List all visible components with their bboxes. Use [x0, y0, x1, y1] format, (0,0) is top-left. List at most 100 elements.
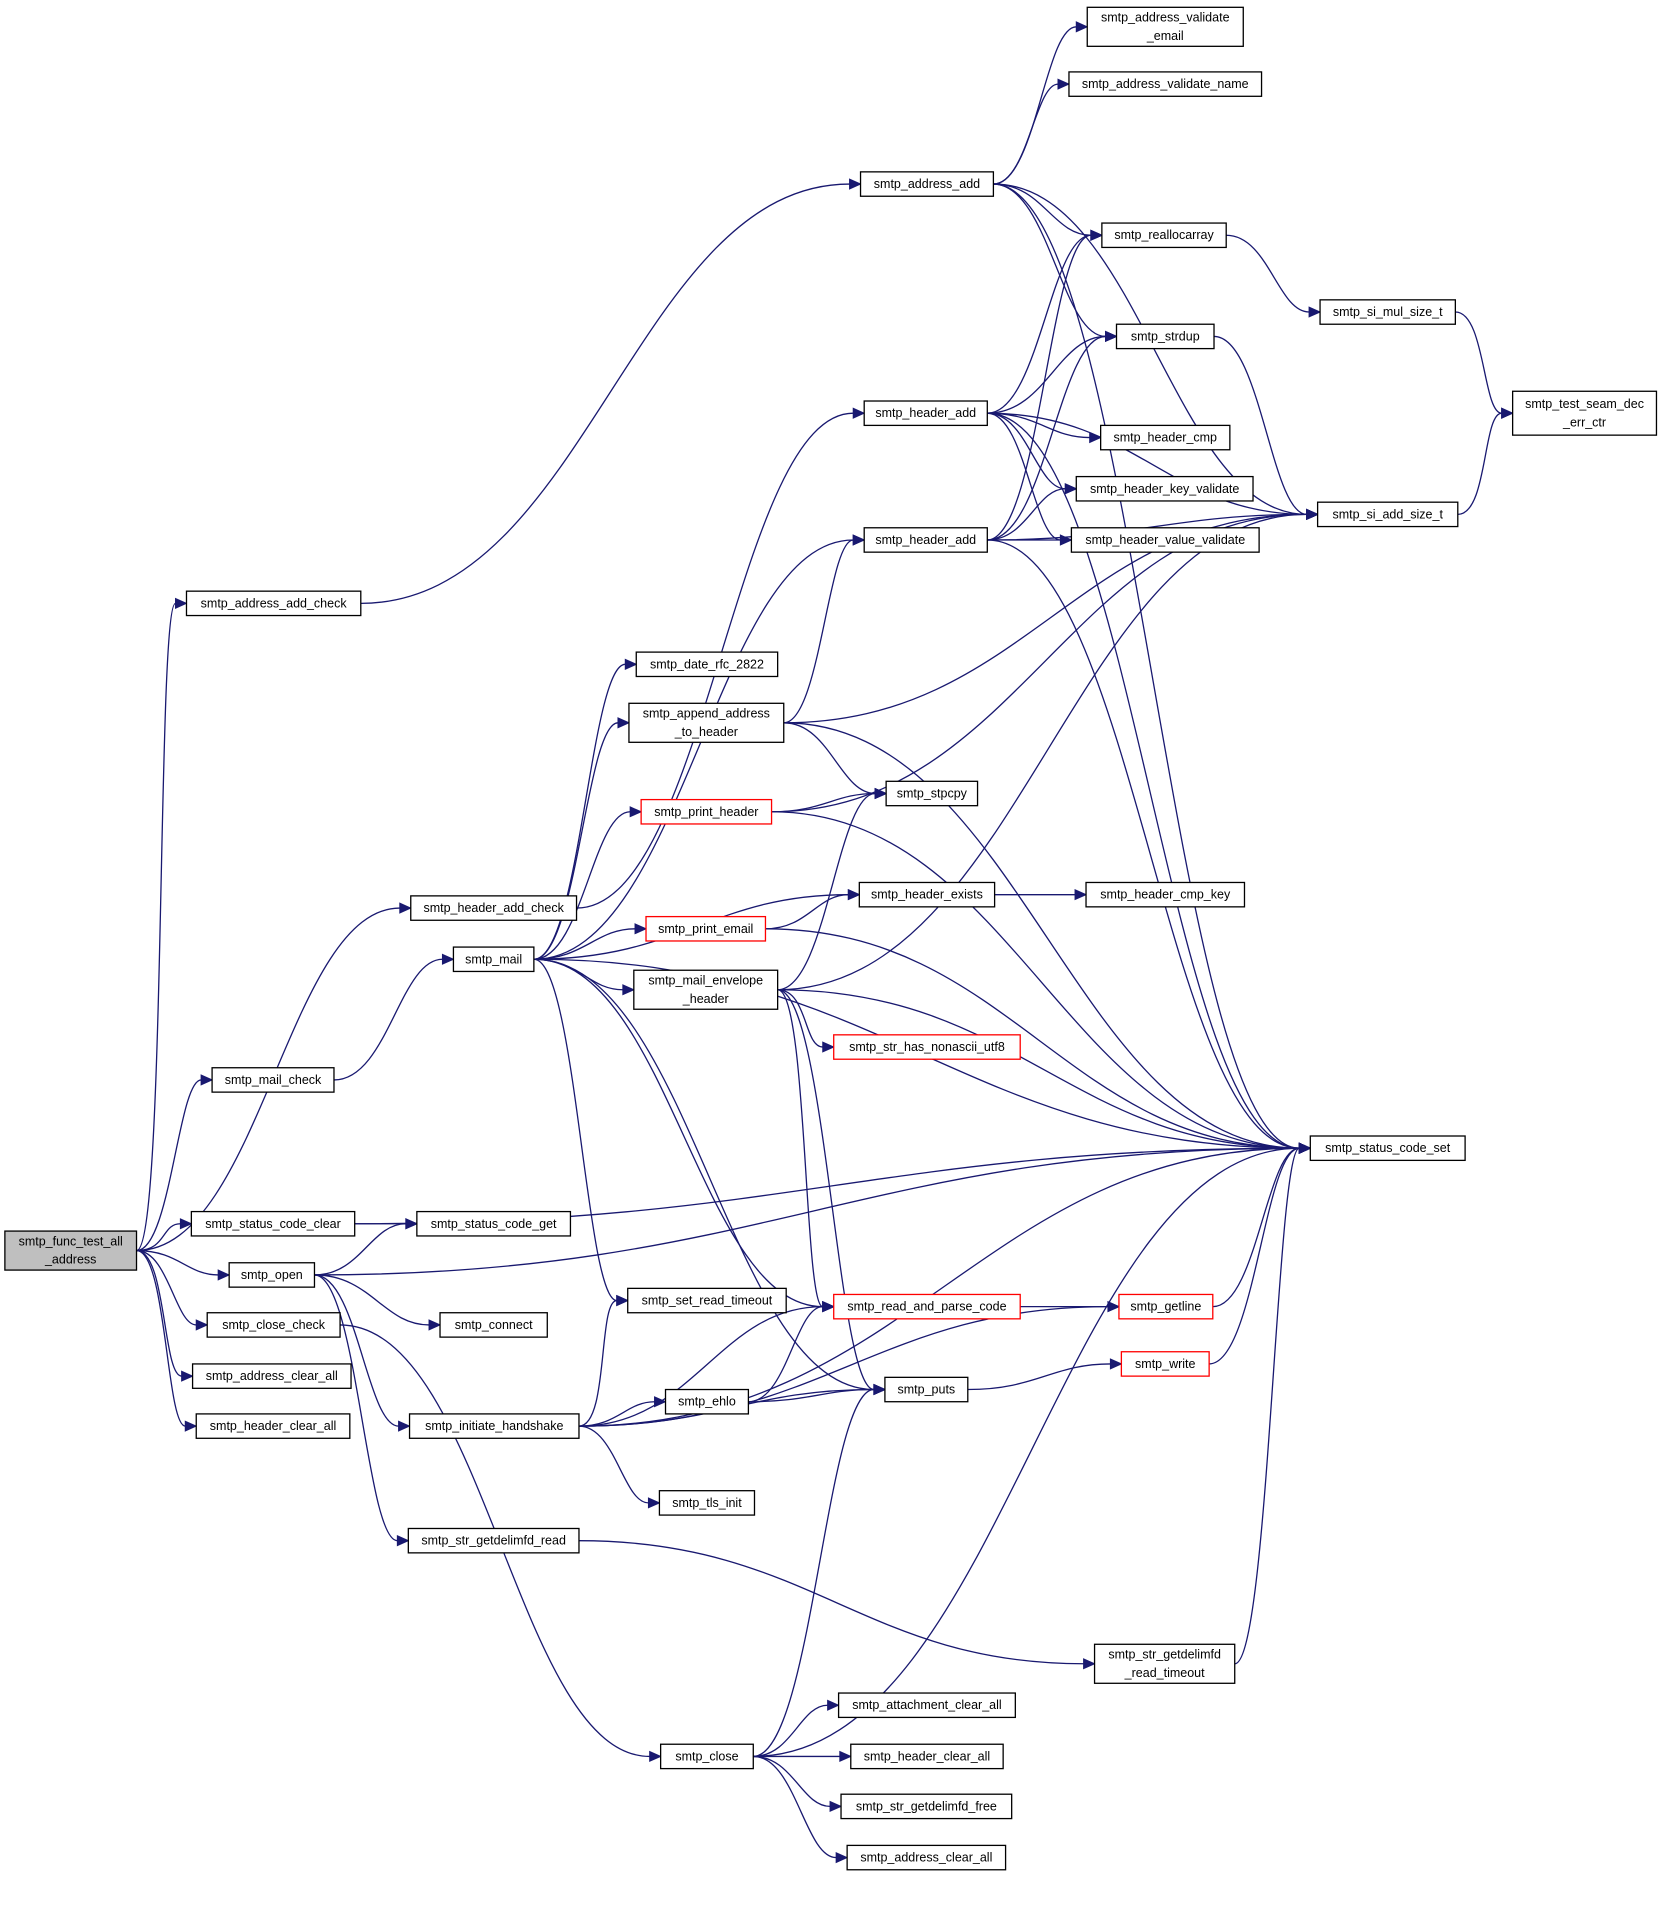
node-puts[interactable]: smtp_puts: [884, 1376, 969, 1403]
node-box[interactable]: [452, 946, 535, 973]
node-box[interactable]: [1085, 881, 1246, 908]
node-box[interactable]: [833, 1034, 1021, 1060]
node-box[interactable]: [659, 1743, 754, 1770]
node-box[interactable]: [185, 590, 362, 617]
node-box[interactable]: [1100, 424, 1231, 451]
node-address-validate-name[interactable]: smtp_address_validate_name: [1068, 71, 1263, 97]
node-box[interactable]: [1319, 299, 1457, 325]
node-header-exists[interactable]: smtp_header_exists: [858, 881, 996, 908]
node-box[interactable]: [640, 798, 773, 825]
node-header-key-validate[interactable]: smtp_header_key_validate: [1075, 475, 1254, 502]
node-header-cmp-key[interactable]: smtp_header_cmp_key: [1085, 881, 1246, 908]
node-getline[interactable]: smtp_getline: [1118, 1293, 1214, 1320]
node-print-header[interactable]: smtp_print_header: [640, 798, 773, 825]
node-box[interactable]: [859, 171, 995, 197]
node-box[interactable]: [439, 1312, 548, 1338]
node-test-seam-dec-err-ctr[interactable]: smtp_test_seam_dec_err_ctr: [1511, 390, 1658, 436]
node-mail-envelope-header[interactable]: smtp_mail_envelope_header: [633, 969, 779, 1010]
node-box[interactable]: [837, 1692, 1016, 1719]
node-si-mul-size-t[interactable]: smtp_si_mul_size_t: [1319, 299, 1457, 325]
node-address-add[interactable]: smtp_address_add: [859, 171, 995, 197]
node-str-has-nonascii-utf8[interactable]: smtp_str_has_nonascii_utf8: [833, 1034, 1021, 1060]
node-header-add-check[interactable]: smtp_header_add_check: [410, 895, 578, 921]
node-box[interactable]: [633, 969, 779, 1010]
node-box[interactable]: [1075, 475, 1254, 502]
node-box[interactable]: [833, 1293, 1021, 1320]
node-address-validate-email[interactable]: smtp_address_validate_email: [1086, 6, 1244, 47]
node-box[interactable]: [858, 881, 996, 908]
node-status-code-get[interactable]: smtp_status_code_get: [416, 1210, 572, 1237]
node-box[interactable]: [211, 1067, 335, 1093]
node-box[interactable]: [635, 651, 779, 678]
node-address-add-check[interactable]: smtp_address_add_check: [185, 590, 362, 617]
node-box[interactable]: [846, 1844, 1007, 1871]
node-open[interactable]: smtp_open: [228, 1262, 316, 1288]
node-str-getdelimfd-read-timeout[interactable]: smtp_str_getdelimfd_read_timeout: [1093, 1643, 1236, 1684]
node-address-clear-all-2[interactable]: smtp_address_clear_all: [846, 1844, 1007, 1871]
node-box[interactable]: [850, 1743, 1004, 1770]
node-box[interactable]: [190, 1210, 356, 1237]
node-box[interactable]: [628, 702, 785, 743]
node-box[interactable]: [206, 1312, 341, 1338]
node-box[interactable]: [885, 780, 979, 807]
node-box[interactable]: [840, 1793, 1013, 1820]
node-box[interactable]: [1070, 527, 1260, 553]
node-box[interactable]: [1316, 501, 1459, 528]
node-box[interactable]: [195, 1413, 351, 1439]
node-str-getdelimfd-read[interactable]: smtp_str_getdelimfd_read: [407, 1527, 580, 1554]
node-box[interactable]: [408, 1413, 580, 1439]
node-box[interactable]: [658, 1490, 756, 1516]
node-box[interactable]: [884, 1376, 969, 1403]
node-read-and-parse-code[interactable]: smtp_read_and_parse_code: [833, 1293, 1021, 1320]
node-address-clear-all-1[interactable]: smtp_address_clear_all: [191, 1363, 352, 1389]
node-ehlo[interactable]: smtp_ehlo: [664, 1388, 750, 1415]
node-header-clear-all-1[interactable]: smtp_header_clear_all: [195, 1413, 351, 1439]
node-box[interactable]: [863, 400, 988, 427]
node-str-getdelimfd-free[interactable]: smtp_str_getdelimfd_free: [840, 1793, 1013, 1820]
node-close-check[interactable]: smtp_close_check: [206, 1312, 341, 1338]
node-box[interactable]: [416, 1210, 572, 1237]
node-connect[interactable]: smtp_connect: [439, 1312, 548, 1338]
node-mail[interactable]: smtp_mail: [452, 946, 535, 973]
node-box[interactable]: [1511, 390, 1658, 436]
node-box[interactable]: [191, 1363, 352, 1389]
node-close[interactable]: smtp_close: [659, 1743, 754, 1770]
node-header-clear-all-2[interactable]: smtp_header_clear_all: [850, 1743, 1004, 1770]
node-strdup[interactable]: smtp_strdup: [1115, 323, 1215, 350]
node-reallocarray[interactable]: smtp_reallocarray: [1101, 222, 1227, 249]
node-box[interactable]: [863, 527, 988, 553]
node-box[interactable]: [4, 1230, 138, 1271]
node-box[interactable]: [1309, 1135, 1466, 1162]
node-box[interactable]: [627, 1287, 787, 1314]
node-date-rfc-2822[interactable]: smtp_date_rfc_2822: [635, 651, 779, 678]
node-set-read-timeout[interactable]: smtp_set_read_timeout: [627, 1287, 787, 1314]
node-box[interactable]: [1101, 222, 1227, 249]
node-header-value-validate[interactable]: smtp_header_value_validate: [1070, 527, 1260, 553]
node-box[interactable]: [1068, 71, 1263, 97]
node-status-code-clear[interactable]: smtp_status_code_clear: [190, 1210, 356, 1237]
node-mail-check[interactable]: smtp_mail_check: [211, 1067, 335, 1093]
node-attachment-clear-all[interactable]: smtp_attachment_clear_all: [837, 1692, 1016, 1719]
node-box[interactable]: [410, 895, 578, 921]
node-box[interactable]: [1120, 1351, 1210, 1377]
node-write[interactable]: smtp_write: [1120, 1351, 1210, 1377]
node-header-add-a[interactable]: smtp_header_add: [863, 400, 988, 427]
node-tls-init[interactable]: smtp_tls_init: [658, 1490, 756, 1516]
node-box[interactable]: [645, 915, 767, 942]
node-box[interactable]: [1086, 6, 1244, 47]
node-box[interactable]: [664, 1388, 750, 1415]
node-box[interactable]: [1115, 323, 1215, 350]
node-si-add-size-t[interactable]: smtp_si_add_size_t: [1316, 501, 1459, 528]
node-root[interactable]: smtp_func_test_all_address: [4, 1230, 138, 1271]
node-box[interactable]: [1093, 1643, 1236, 1684]
node-stpcpy[interactable]: smtp_stpcpy: [885, 780, 979, 807]
node-print-email[interactable]: smtp_print_email: [645, 915, 767, 942]
node-box[interactable]: [407, 1527, 580, 1554]
node-box[interactable]: [228, 1262, 316, 1288]
node-header-cmp[interactable]: smtp_header_cmp: [1100, 424, 1231, 451]
node-status-code-set[interactable]: smtp_status_code_set: [1309, 1135, 1466, 1162]
node-initiate-handshake[interactable]: smtp_initiate_handshake: [408, 1413, 580, 1439]
node-header-add-b[interactable]: smtp_header_add: [863, 527, 988, 553]
node-append-address-to-header[interactable]: smtp_append_address_to_header: [628, 702, 785, 743]
node-box[interactable]: [1118, 1293, 1214, 1320]
